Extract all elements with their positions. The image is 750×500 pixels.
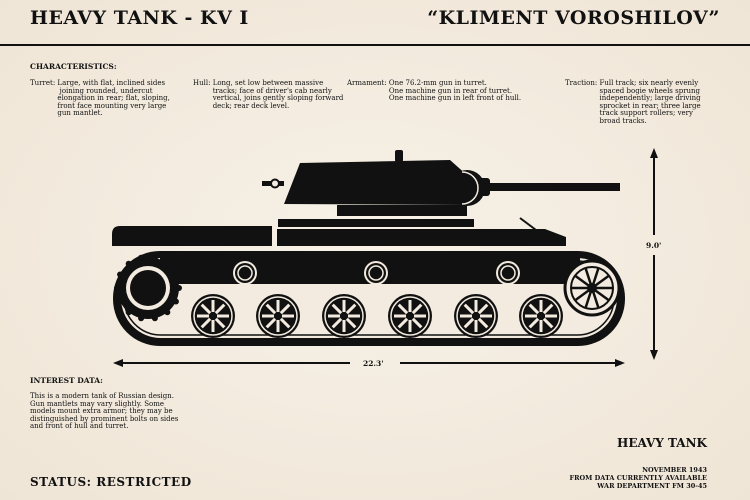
turret-ring	[278, 219, 474, 227]
spec-text: One 76.2-mm gun in turret. One machine g…	[388, 79, 522, 103]
gun-mantlet	[449, 170, 485, 206]
fender	[112, 226, 272, 246]
source-line-1: FROM DATA CURRENTLY AVAILABLE	[569, 474, 707, 482]
spec-label: Turret:	[30, 79, 56, 87]
spec-traction: Traction: Full track; six nearly evenly …	[565, 79, 701, 126]
interest-text: This is a modern tank of Russian design.…	[30, 392, 179, 431]
spec-turret: Turret: Large, with flat, inclined sides…	[30, 79, 170, 118]
spec-hull: Hull: Long, set low between massive trac…	[193, 79, 344, 110]
turret	[284, 160, 468, 205]
interest-heading: INTEREST DATA:	[30, 376, 103, 385]
spec-label: Armament:	[347, 79, 387, 87]
cupola	[395, 150, 403, 162]
spec-armament: Armament: One 76.2-mm gun in turret. One…	[347, 79, 522, 103]
status: STATUS: RESTRICTED	[30, 475, 192, 489]
arrow-right	[615, 359, 625, 367]
height-dimension: 9.0'	[646, 241, 662, 250]
spec-label: Hull:	[193, 79, 211, 87]
arrow-up	[650, 148, 658, 158]
tank-type: HEAVY TANK	[617, 436, 707, 450]
spec-label: Traction:	[565, 79, 598, 87]
characteristics-heading: CHARACTERISTICS:	[30, 62, 117, 71]
arrow-left	[113, 359, 123, 367]
source-line-2: WAR DEPARTMENT FM 30-45	[597, 482, 707, 490]
title-left: HEAVY TANK - KV I	[30, 7, 249, 29]
length-dimension: 22.3'	[363, 359, 384, 368]
hull-deck	[277, 229, 566, 246]
turret-base	[337, 205, 467, 216]
date: NOVEMBER 1943	[642, 466, 707, 474]
arrow-down	[650, 350, 658, 360]
main-gun-barrel	[484, 183, 620, 191]
spec-text: Large, with flat, inclined sides joining…	[57, 79, 170, 118]
spec-text: Long, set low between massive tracks; fa…	[212, 79, 344, 110]
spec-text: Full track; six nearly evenly spaced bog…	[599, 79, 701, 125]
title-right: “KLIMENT VOROSHILOV”	[427, 7, 720, 29]
header-rule	[0, 44, 750, 46]
